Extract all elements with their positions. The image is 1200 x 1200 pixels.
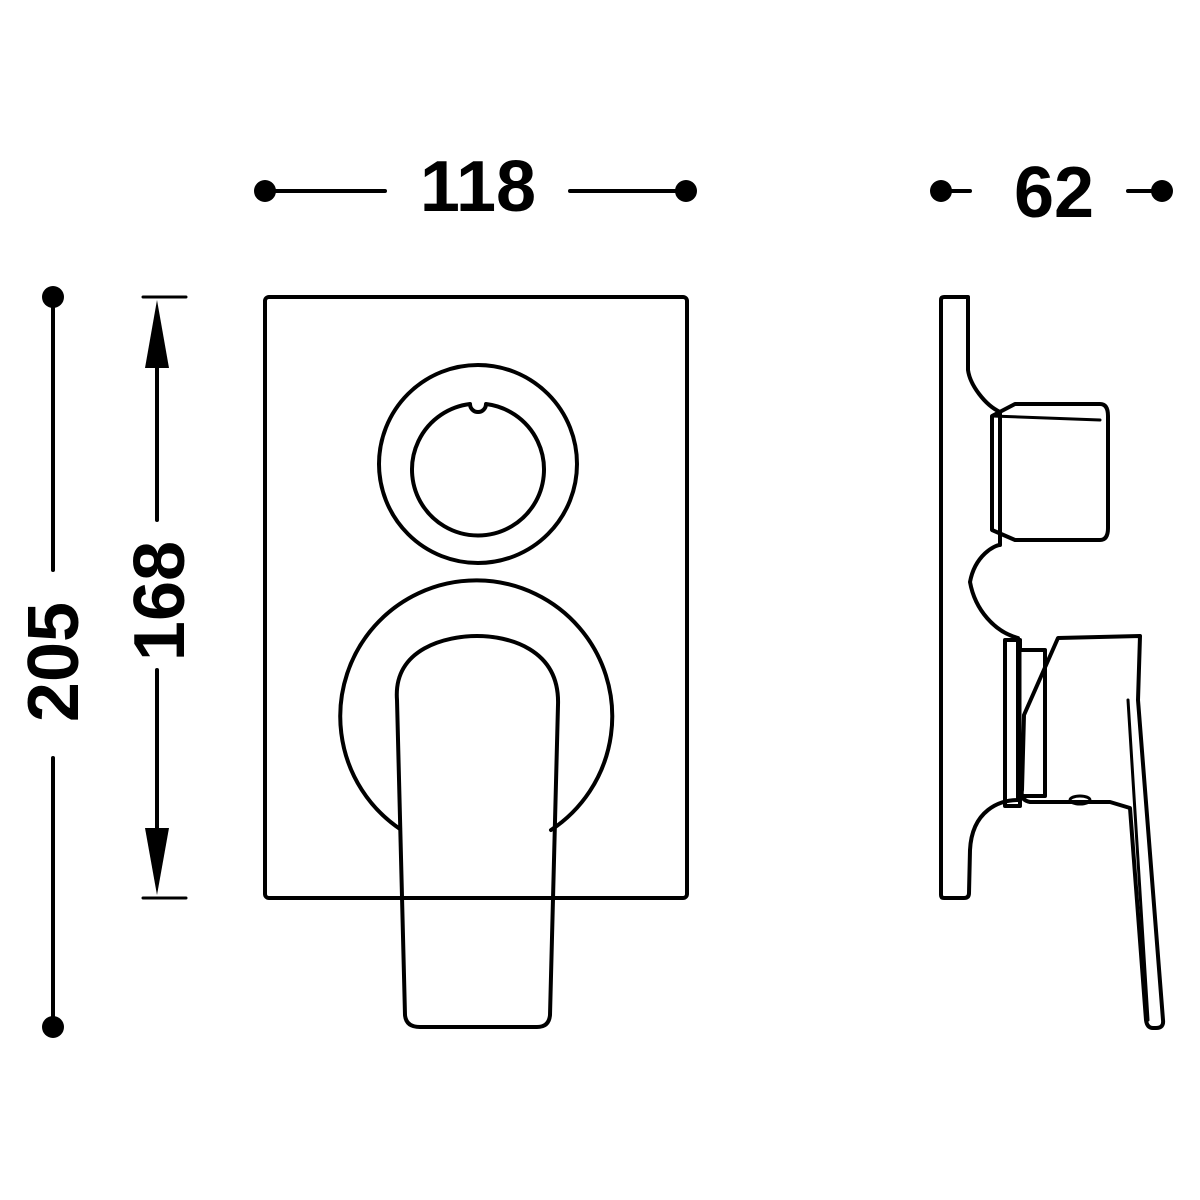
front-view	[263, 295, 689, 1029]
plate-height-arrow-down	[145, 828, 169, 895]
plate-height-dimension: 168	[120, 295, 200, 900]
front-cover-plate	[263, 295, 689, 900]
side-mixer-body	[1003, 638, 1047, 808]
depth-dim-dot-right	[1151, 180, 1173, 202]
plate-height-arrow-up	[145, 300, 169, 368]
side-lever	[1019, 634, 1166, 1030]
width-dim-label: 118	[420, 147, 536, 227]
side-view	[939, 295, 1166, 1030]
width-dim-dot-right	[675, 180, 697, 202]
depth-dimension: 62	[930, 153, 1173, 233]
front-diverter-knob	[410, 402, 546, 538]
side-wall-plate	[939, 295, 1020, 900]
total-height-label: 205	[14, 602, 94, 722]
depth-dim-label: 62	[1014, 153, 1094, 233]
width-dimension: 118	[254, 147, 697, 227]
side-lever-edge	[1126, 698, 1150, 1022]
total-height-dimension: 205	[14, 286, 94, 1038]
front-lever-handle	[394, 634, 561, 1029]
front-diverter-rosette	[377, 363, 579, 565]
side-diverter-knob	[990, 402, 1110, 542]
side-lever-pivot	[1068, 794, 1092, 806]
front-mixer-rosette	[338, 578, 615, 832]
total-height-dot-bottom	[42, 1016, 64, 1038]
side-diverter-knob-edge	[990, 414, 1102, 422]
plate-height-label: 168	[120, 541, 200, 661]
